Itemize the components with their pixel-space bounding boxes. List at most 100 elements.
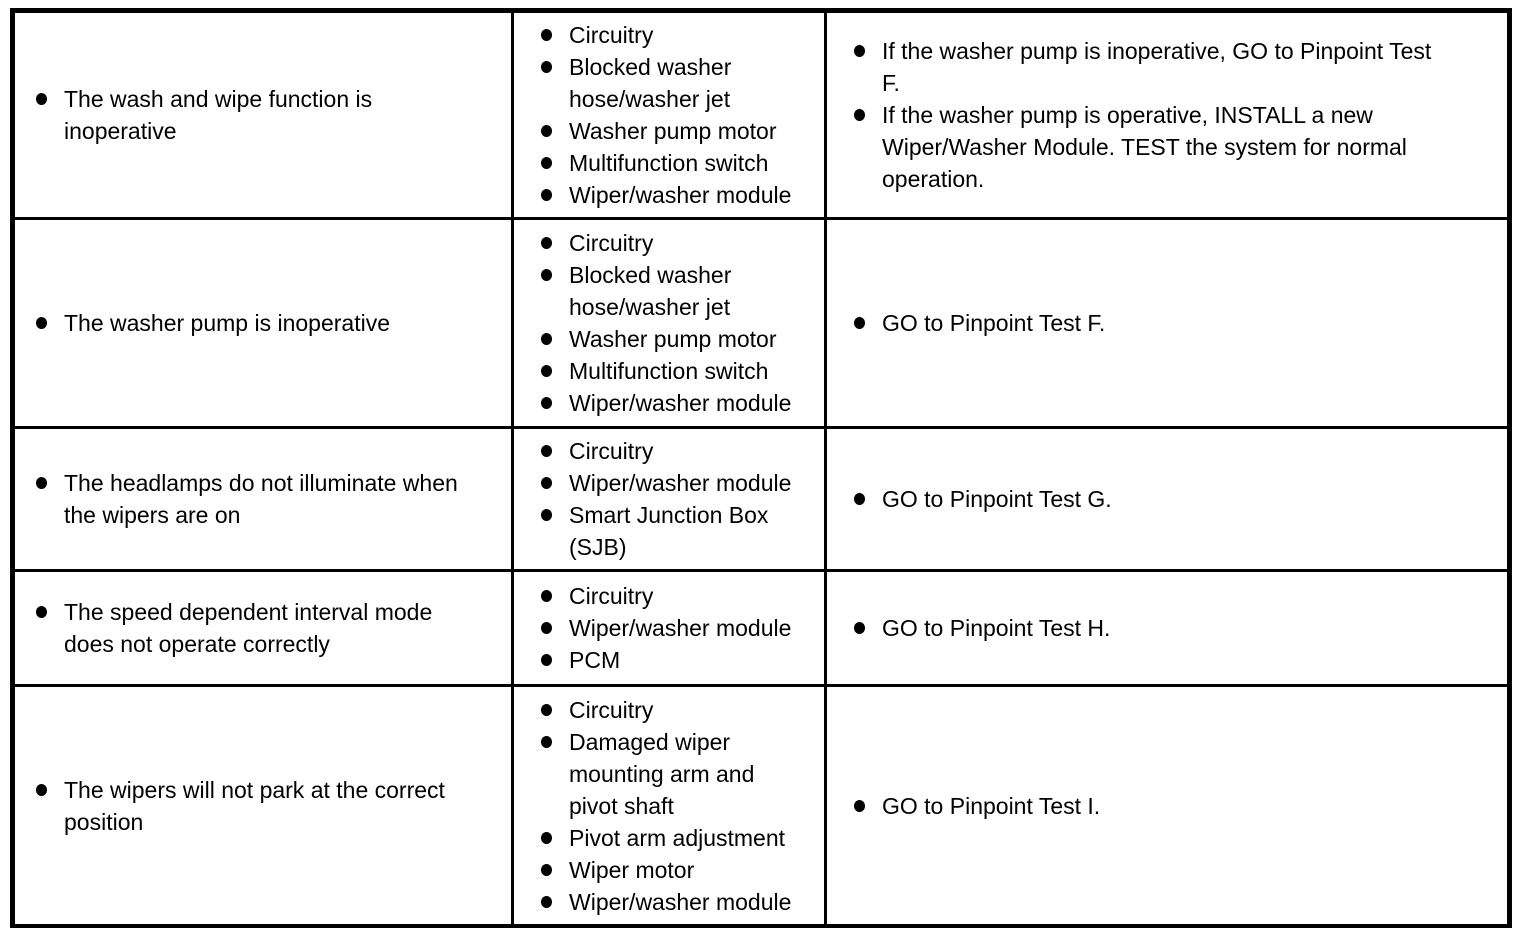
bullet-icon [541, 831, 552, 844]
condition-list: The wash and wipe function is inoperativ… [36, 83, 503, 147]
bullet-icon [541, 333, 552, 345]
bullet-item: If the washer pump is inoperative, GO to… [854, 35, 1499, 99]
bullet-item: Multifunction switch [541, 147, 816, 179]
condition-cell: The headlamps do not illuminate when the… [11, 426, 514, 572]
bullet-icon [541, 654, 552, 666]
source-text: Wiper/washer module [569, 470, 792, 496]
bullet-icon [541, 895, 552, 908]
action-cell: GO to Pinpoint Test G. [824, 426, 1511, 572]
source-text: Smart Junction Box (SJB) [569, 502, 769, 560]
condition-text: The wipers will not park at the correct … [64, 776, 445, 835]
bullet-icon [36, 477, 47, 489]
source-text: Wiper/washer module [569, 888, 792, 915]
bullet-icon [36, 606, 47, 618]
bullet-icon [541, 622, 552, 634]
bullet-item: GO to Pinpoint Test H. [854, 612, 1499, 644]
table-row: The wipers will not park at the correct … [11, 684, 1511, 928]
action-text: GO to Pinpoint Test G. [882, 486, 1112, 512]
bullet-item: The wipers will not park at the correct … [36, 774, 503, 838]
source-text: Pivot arm adjustment [569, 824, 786, 851]
bullet-icon [541, 703, 552, 716]
bullet-icon [541, 509, 552, 521]
condition-cell: The speed dependent interval mode does n… [11, 569, 514, 687]
bullet-icon [541, 397, 552, 409]
bullet-icon [541, 477, 552, 489]
action-text: If the washer pump is operative, INSTALL… [882, 102, 1407, 192]
action-list: GO to Pinpoint Test I. [854, 790, 1499, 822]
possible-sources-cell: Circuitry Blocked washer hose/washer jet… [511, 9, 827, 220]
possible-sources-list: Circuitry Blocked washer hose/washer jet… [541, 19, 816, 211]
source-text: Circuitry [569, 22, 654, 48]
condition-list: The wipers will not park at the correct … [36, 774, 503, 838]
bullet-item: Blocked washer hose/washer jet [541, 51, 816, 115]
action-list: GO to Pinpoint Test H. [854, 612, 1499, 644]
source-text: Blocked washer hose/washer jet [569, 262, 732, 320]
bullet-item: Wiper motor [541, 854, 816, 886]
bullet-icon [541, 269, 552, 281]
possible-sources-list: Circuitry Wiper/washer module Smart Junc… [541, 435, 816, 563]
action-text: If the washer pump is inoperative, GO to… [882, 38, 1432, 96]
bullet-item: Blocked washer hose/washer jet [541, 259, 816, 323]
bullet-item: Circuitry [541, 580, 816, 612]
source-text: Wiper/washer module [569, 390, 792, 416]
bullet-icon [854, 622, 865, 634]
bullet-icon [36, 317, 47, 329]
action-cell: If the washer pump is inoperative, GO to… [824, 9, 1511, 220]
condition-cell: The wipers will not park at the correct … [11, 684, 514, 928]
bullet-icon [541, 61, 552, 73]
possible-sources-list: Circuitry Wiper/washer module PCM [541, 580, 816, 676]
source-text: PCM [569, 647, 621, 673]
condition-text: The speed dependent interval mode does n… [64, 599, 433, 657]
condition-list: The headlamps do not illuminate when the… [36, 467, 503, 531]
bullet-item: Pivot arm adjustment [541, 822, 816, 854]
bullet-item: Circuitry [541, 19, 816, 51]
bullet-item: Smart Junction Box (SJB) [541, 499, 816, 563]
bullet-icon [541, 365, 552, 377]
bullet-icon [541, 590, 552, 602]
possible-sources-list: Circuitry Damaged wiper mounting arm and… [541, 694, 816, 918]
source-text: Circuitry [569, 583, 654, 609]
bullet-icon [541, 863, 552, 876]
action-text: GO to Pinpoint Test H. [882, 615, 1111, 641]
bullet-item: The wash and wipe function is inoperativ… [36, 83, 503, 147]
source-text: Circuitry [569, 438, 654, 464]
source-text: Washer pump motor [569, 326, 777, 352]
action-list: GO to Pinpoint Test G. [854, 483, 1499, 515]
bullet-item: Circuitry [541, 435, 816, 467]
bullet-item: Wiper/washer module [541, 612, 816, 644]
possible-sources-cell: Circuitry Damaged wiper mounting arm and… [511, 684, 827, 928]
bullet-item: Wiper/washer module [541, 179, 816, 211]
table-row: The headlamps do not illuminate when the… [11, 426, 1511, 572]
action-cell: GO to Pinpoint Test F. [824, 217, 1511, 429]
bullet-item: Circuitry [541, 694, 816, 726]
action-list: GO to Pinpoint Test F. [854, 307, 1499, 339]
bullet-icon [541, 189, 552, 201]
bullet-item: GO to Pinpoint Test F. [854, 307, 1499, 339]
source-text: Circuitry [569, 696, 654, 723]
condition-cell: The wash and wipe function is inoperativ… [11, 9, 514, 220]
source-text: Multifunction switch [569, 150, 769, 176]
bullet-item: GO to Pinpoint Test G. [854, 483, 1499, 515]
bullet-icon [854, 109, 865, 121]
source-text: Multifunction switch [569, 358, 769, 384]
table-row: The washer pump is inoperative Circuitry… [11, 217, 1511, 429]
bullet-icon [541, 125, 552, 137]
bullet-icon [541, 445, 552, 457]
condition-cell: The washer pump is inoperative [11, 217, 514, 429]
condition-text: The washer pump is inoperative [64, 310, 390, 336]
possible-sources-cell: Circuitry Wiper/washer module Smart Junc… [511, 426, 827, 572]
bullet-item: Damaged wiper mounting arm and pivot sha… [541, 726, 816, 822]
bullet-icon [36, 93, 47, 105]
action-cell: GO to Pinpoint Test I. [824, 684, 1511, 928]
source-text: Blocked washer hose/washer jet [569, 54, 732, 112]
bullet-item: If the washer pump is operative, INSTALL… [854, 99, 1499, 195]
bullet-icon [541, 29, 552, 41]
bullet-icon [541, 735, 552, 748]
condition-list: The speed dependent interval mode does n… [36, 596, 503, 660]
table-row: The wash and wipe function is inoperativ… [11, 9, 1511, 220]
condition-list: The washer pump is inoperative [36, 307, 503, 339]
bullet-item: The washer pump is inoperative [36, 307, 503, 339]
bullet-icon [854, 799, 865, 812]
bullet-item: The headlamps do not illuminate when the… [36, 467, 503, 531]
